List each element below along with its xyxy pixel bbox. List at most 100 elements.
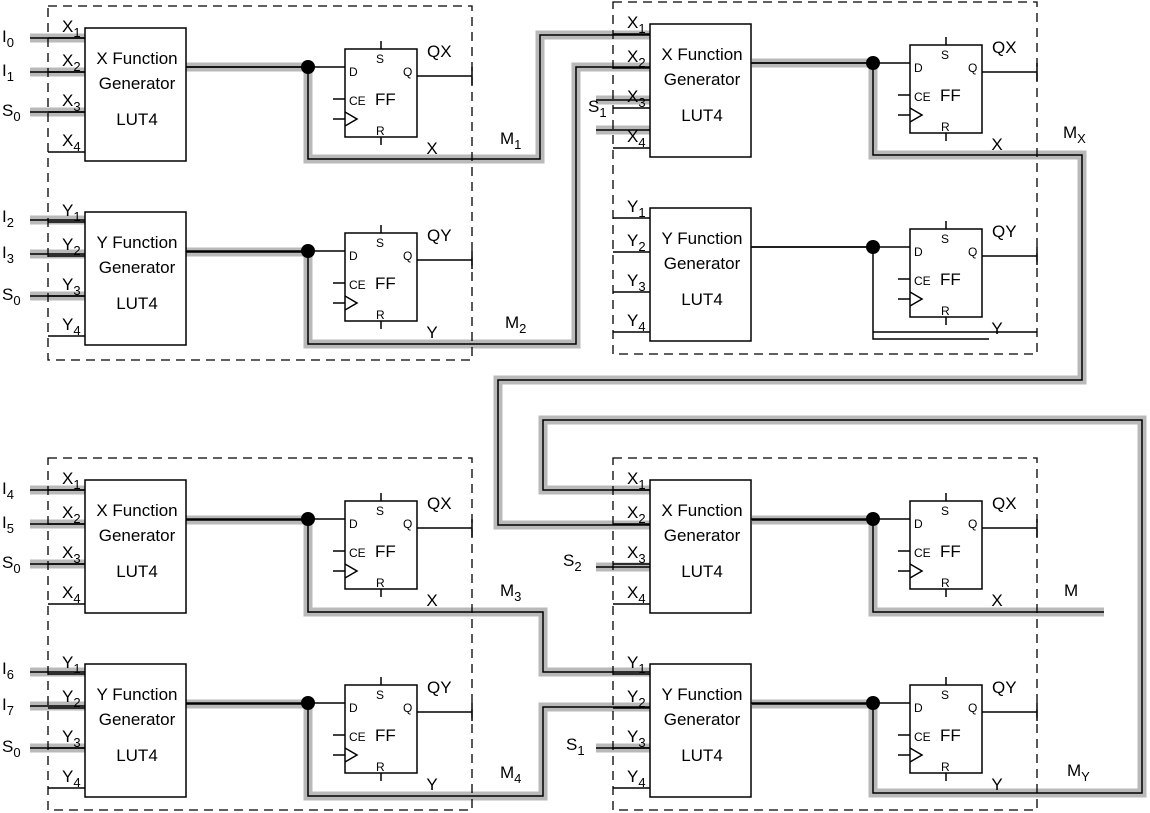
lut-generator-label: Generator	[664, 710, 741, 729]
input-label-clb1: I2	[2, 207, 14, 230]
clb-2-outline	[612, 1, 1038, 355]
net-label-m2: M2	[505, 313, 526, 336]
ff-d-label: D	[349, 517, 358, 531]
lut-generator-label: Generator	[664, 254, 741, 273]
lut-box	[649, 207, 752, 342]
input-label-clb1: I0	[2, 27, 14, 50]
lut-box	[649, 479, 752, 614]
lut-pin-label: Y4	[62, 767, 81, 790]
ff-r-label: R	[941, 760, 950, 774]
lut-title: Y Function	[662, 685, 743, 704]
lut-title: Y Function	[662, 229, 743, 248]
input-label-clb1: I1	[2, 61, 14, 84]
lut-pin-label: Y1	[62, 653, 81, 676]
lut-generator-label: Generator	[99, 258, 176, 277]
net-label-mx: MX	[1063, 123, 1086, 146]
clock-triangle	[344, 295, 359, 311]
lut-generator-label: Generator	[664, 70, 741, 89]
ff-s-label: S	[941, 232, 949, 246]
ff-r-label: R	[941, 576, 950, 590]
q-output-label: QY	[992, 222, 1017, 241]
q-output-label: QX	[992, 38, 1017, 57]
signal-wire	[186, 66, 652, 345]
lut-type-label: LUT4	[681, 746, 723, 765]
ff-d-label: D	[914, 245, 923, 259]
lut-pin-label: X1	[62, 17, 81, 40]
lut-generator-label: Generator	[99, 526, 176, 545]
lut-pin-label: Y3	[627, 271, 646, 294]
lut-title: X Function	[661, 45, 742, 64]
ff-ce-label: CE	[914, 730, 931, 744]
bypass-output-label: X	[991, 591, 1002, 610]
lut-generator-label: Generator	[664, 526, 741, 545]
flip-flop-box	[909, 228, 983, 318]
clb-3-outline	[47, 457, 473, 811]
ff-ce-label: CE	[349, 94, 366, 108]
q-output-label: QY	[992, 678, 1017, 697]
net-labels: I0I1S0I2I3S0I4I5S0I6I7S0S1S2S1M1M2M3M4MX…	[2, 27, 1090, 786]
input-label-clb1: S0	[2, 101, 21, 124]
input-label-clb3: I6	[2, 659, 14, 682]
ff-q-label: Q	[403, 249, 412, 263]
flip-flop-box	[344, 232, 418, 322]
q-output-label: QX	[427, 42, 452, 61]
lut-pin-label: Y1	[627, 653, 646, 676]
bypass-output-label: X	[426, 139, 437, 158]
input-label-clb3: S0	[2, 737, 21, 760]
lut-pin-label: Y2	[62, 235, 81, 258]
lut-box	[84, 479, 187, 614]
input-label-clb3: I4	[2, 479, 14, 502]
bypass-output-label: X	[991, 135, 1002, 154]
lut-type-label: LUT4	[116, 110, 158, 129]
ff-name-label: FF	[940, 270, 961, 289]
ff-q-label: Q	[968, 701, 977, 715]
lut-box	[649, 23, 752, 158]
flip-flop-box	[909, 44, 983, 134]
lut-generator-label: Generator	[99, 710, 176, 729]
lut-pin-label: Y1	[627, 197, 646, 220]
signal-wire	[186, 34, 652, 160]
lut-pin-label: X1	[62, 469, 81, 492]
bypass-output-label: Y	[991, 775, 1002, 794]
clb-outlines	[47, 1, 1038, 811]
input-label-clb3: I5	[2, 513, 14, 536]
lut-pin-label: X3	[627, 87, 646, 110]
lut-pin-label: X2	[627, 503, 646, 526]
lut-pin-label: Y4	[627, 311, 646, 334]
lut-pin-label: Y4	[62, 315, 81, 338]
lut-box	[84, 663, 187, 798]
bypass-wire	[872, 247, 989, 340]
highlight-path	[186, 62, 652, 349]
clb-1-outline	[47, 5, 473, 361]
net-label-m1: M1	[500, 129, 521, 152]
input-label-clb3: S0	[2, 553, 21, 576]
lut-type-label: LUT4	[681, 562, 723, 581]
input-label-clb3: I7	[2, 695, 14, 718]
flip-flop-box	[909, 500, 983, 590]
clock-triangle	[909, 747, 924, 763]
lut-pin-label: Y3	[62, 275, 81, 298]
clb-4-outline	[612, 457, 1038, 811]
signal-wire	[497, 62, 1083, 526]
ff-name-label: FF	[940, 542, 961, 561]
ff-d-label: D	[349, 65, 358, 79]
ff-s-label: S	[941, 48, 949, 62]
clock-triangle	[909, 291, 924, 307]
ff-name-label: FF	[940, 726, 961, 745]
net-label-m4: M4	[500, 763, 521, 786]
signal-wire	[752, 519, 1104, 613]
lut-pin-label: X2	[627, 47, 646, 70]
clock-triangle	[909, 107, 924, 123]
ff-d-label: D	[914, 61, 923, 75]
lut-type-label: LUT4	[116, 294, 158, 313]
ff-ce-label: CE	[914, 90, 931, 104]
lut-type-label: LUT4	[681, 106, 723, 125]
ff-ce-label: CE	[914, 274, 931, 288]
lut-title: Y Function	[97, 233, 178, 252]
